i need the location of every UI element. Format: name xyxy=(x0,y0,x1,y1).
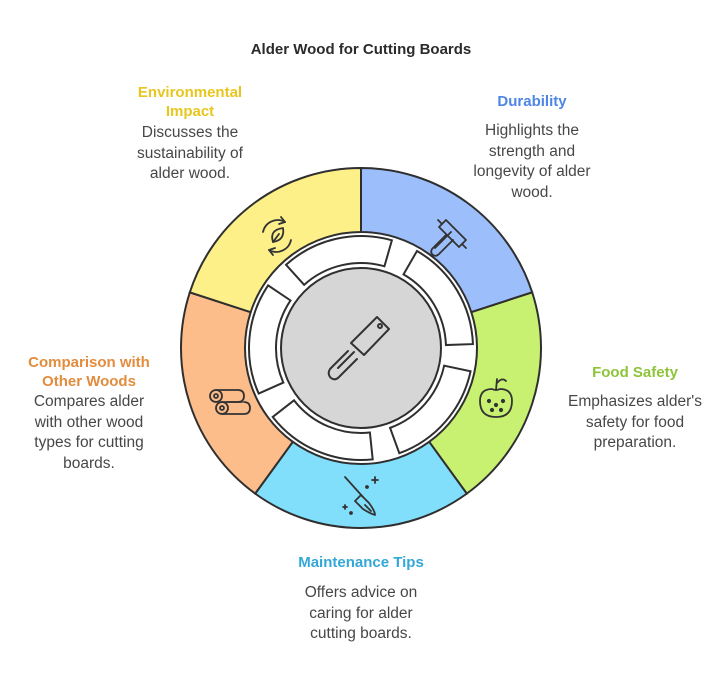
broom-sparkle-icon xyxy=(342,476,379,516)
heading-food-safety: Food Safety xyxy=(592,364,678,381)
recycle-leaf-icon xyxy=(262,216,292,256)
cleaver-icon xyxy=(327,316,390,381)
label-durability: Durability Highlights the strength and l… xyxy=(452,92,612,203)
center-hub xyxy=(280,267,442,429)
heading-maintenance: Maintenance Tips xyxy=(298,554,424,571)
description-food-safety: Emphasizes alder's safety for food prepa… xyxy=(568,393,702,451)
description-maintenance: Offers advice on caring for alder cuttin… xyxy=(304,584,418,642)
label-environmental: Environmental Impact Discusses the susta… xyxy=(110,83,270,185)
logs-icon xyxy=(209,389,251,415)
heading-environmental: Environmental Impact xyxy=(137,84,243,120)
heading-comparison: Comparison with Other Woods xyxy=(28,354,150,390)
inner-ring-piece-comparison xyxy=(248,283,292,395)
inner-ring-piece-environmental xyxy=(284,235,394,287)
label-comparison: Comparison with Other Woods Compares ald… xyxy=(14,353,164,474)
heading-durability: Durability xyxy=(497,93,567,110)
label-maintenance: Maintenance Tips Offers advice on caring… xyxy=(271,553,451,645)
description-durability: Highlights the strength and longevity of… xyxy=(473,122,591,201)
inner-ring-piece-food-safety xyxy=(388,364,472,455)
description-comparison: Compares alder with other wood types for… xyxy=(33,393,145,472)
inner-ring-piece-maintenance xyxy=(271,398,374,461)
label-food-safety: Food Safety Emphasizes alder's safety fo… xyxy=(560,363,710,454)
description-environmental: Discusses the sustainability of alder wo… xyxy=(137,124,243,182)
diagram-title: Alder Wood for Cutting Boards xyxy=(250,41,472,58)
fruit-icon xyxy=(479,378,513,418)
inner-ring-piece-durability xyxy=(402,249,474,347)
mallet-icon xyxy=(430,219,467,257)
